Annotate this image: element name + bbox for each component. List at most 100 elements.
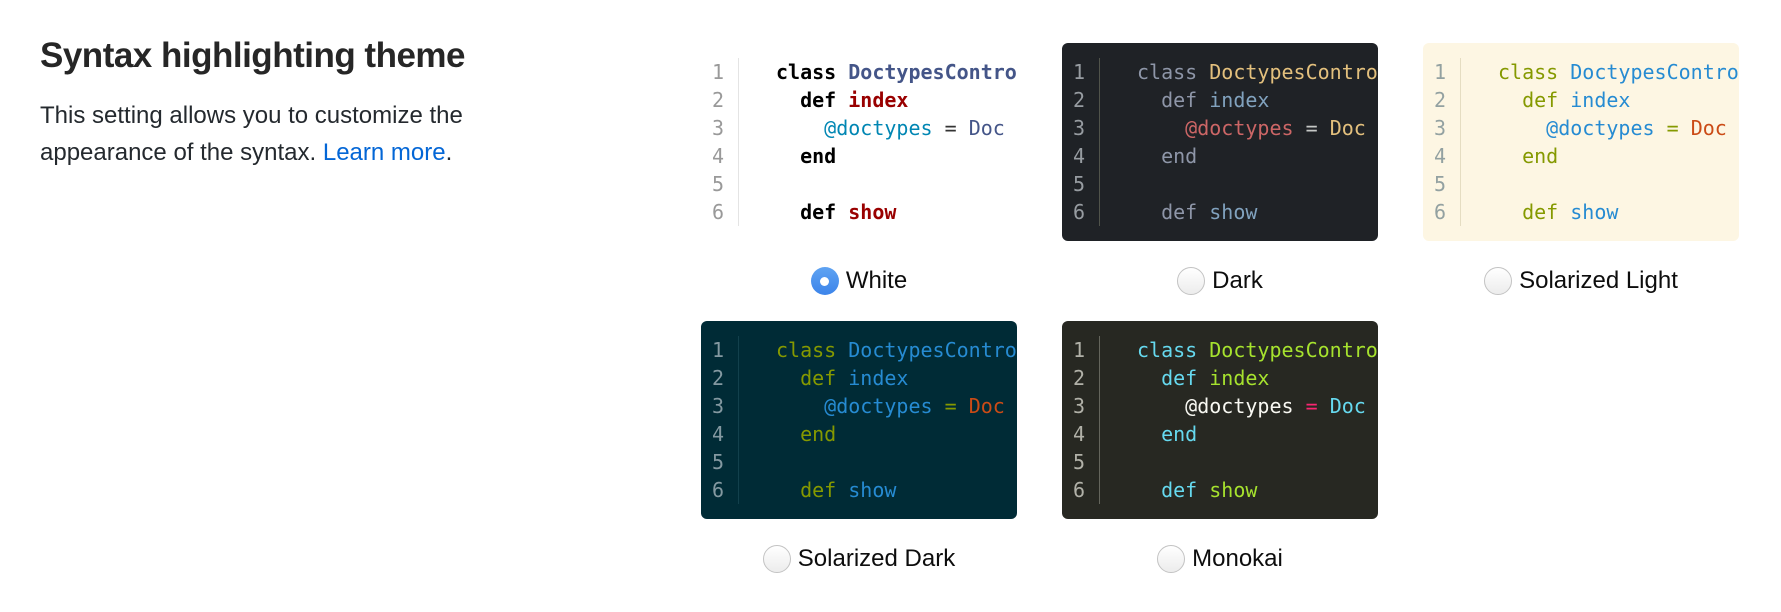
setting-section: Syntax highlighting theme This setting a… [40, 36, 522, 171]
code-token: def [800, 200, 837, 224]
code-token: show [1209, 478, 1258, 502]
line-number: 2 [1073, 366, 1086, 390]
theme-label-solarized-dark[interactable]: Solarized Dark [797, 545, 956, 572]
code-token [1137, 116, 1185, 140]
code-token [1498, 88, 1522, 112]
line-number: 6 [1073, 200, 1086, 224]
code-token [1197, 338, 1209, 362]
theme-label-white[interactable]: White [845, 267, 908, 294]
code-line: def index [776, 364, 1017, 392]
theme-label-monokai[interactable]: Monokai [1192, 545, 1283, 572]
code-token: index [848, 366, 909, 390]
code-token: = [1305, 116, 1318, 140]
code-token: index [1209, 366, 1270, 390]
theme-option-solarized-dark[interactable]: Solarized Dark [701, 519, 1017, 599]
code-token: class [1498, 60, 1559, 84]
theme-radio-white[interactable] [810, 267, 839, 295]
code-token: class [776, 338, 837, 362]
code-line: end [1137, 142, 1378, 170]
code-token: DoctypesContro [848, 338, 1017, 362]
code-token: @doctypes [1185, 116, 1294, 140]
code-token [1137, 478, 1161, 502]
code-line [1137, 170, 1378, 198]
code-token [1137, 394, 1185, 418]
code-token [1679, 116, 1691, 140]
code-token: DoctypesContro [1570, 60, 1739, 84]
line-number: 4 [1073, 422, 1086, 446]
theme-radio-dark[interactable] [1177, 267, 1206, 295]
code-token: show [1209, 200, 1258, 224]
code-sample: class DoctypesContro def index @doctypes… [1100, 336, 1378, 504]
code-token: def [1522, 200, 1559, 224]
code-token [776, 478, 800, 502]
code-line: end [776, 420, 1017, 448]
theme-option-monokai[interactable]: Monokai [1062, 519, 1378, 599]
line-number: 5 [1073, 450, 1086, 474]
code-token [1197, 200, 1209, 224]
code-line [1137, 448, 1378, 476]
code-token [1498, 116, 1546, 140]
theme-label-solarized-light[interactable]: Solarized Light [1519, 267, 1678, 294]
line-number: 4 [1434, 144, 1447, 168]
code-line: def index [1137, 86, 1378, 114]
code-token: show [1570, 200, 1619, 224]
code-token: def [1161, 478, 1198, 502]
code-token: class [776, 60, 837, 84]
code-token: @doctypes [1546, 116, 1655, 140]
code-token: index [848, 88, 909, 112]
line-number: 2 [712, 88, 725, 112]
theme-radio-solarized-light[interactable] [1484, 267, 1513, 295]
code-token [776, 88, 800, 112]
code-token: = [1666, 116, 1679, 140]
code-token [1137, 200, 1161, 224]
code-token: DoctypesContro [848, 60, 1017, 84]
code-token: end [1161, 422, 1198, 446]
code-token [1558, 60, 1570, 84]
code-line: def index [776, 86, 1017, 114]
theme-label-dark[interactable]: Dark [1212, 267, 1263, 294]
setting-description: This setting allows you to customize the… [40, 97, 522, 171]
line-number: 1 [712, 338, 725, 362]
theme-option-solarized-light[interactable]: Solarized Light [1423, 241, 1739, 321]
code-token [1294, 116, 1306, 140]
line-number: 6 [1434, 200, 1447, 224]
description-text: This setting allows you to customize the… [40, 102, 463, 166]
theme-radio-monokai[interactable] [1157, 545, 1186, 573]
code-token: DoctypesContro [1209, 338, 1378, 362]
code-line: def index [1498, 86, 1739, 114]
code-token: end [1522, 144, 1559, 168]
code-token: def [1161, 366, 1198, 390]
learn-more-link[interactable]: Learn more [322, 139, 446, 166]
code-sample: class DoctypesContro def index @doctypes… [1461, 58, 1739, 226]
code-line: @doctypes = Doc [1498, 114, 1739, 142]
code-token [776, 116, 824, 140]
line-number: 2 [1434, 88, 1447, 112]
code-token: Doc [1329, 394, 1366, 418]
code-token: index [1209, 88, 1270, 112]
code-token: Doc [968, 116, 1005, 140]
code-token [1137, 88, 1161, 112]
code-token: def [800, 88, 837, 112]
code-token [836, 60, 848, 84]
code-token [1137, 422, 1161, 446]
line-number: 2 [1073, 88, 1086, 112]
code-line: @doctypes = Doc [776, 114, 1017, 142]
code-line: def show [1137, 476, 1378, 504]
theme-radio-solarized-dark[interactable] [762, 545, 791, 573]
code-token: end [800, 422, 837, 446]
code-line [776, 170, 1017, 198]
code-token [1558, 88, 1570, 112]
theme-option-white[interactable]: White [701, 241, 1017, 321]
theme-option-dark[interactable]: Dark [1062, 241, 1378, 321]
line-number: 3 [1073, 116, 1086, 140]
